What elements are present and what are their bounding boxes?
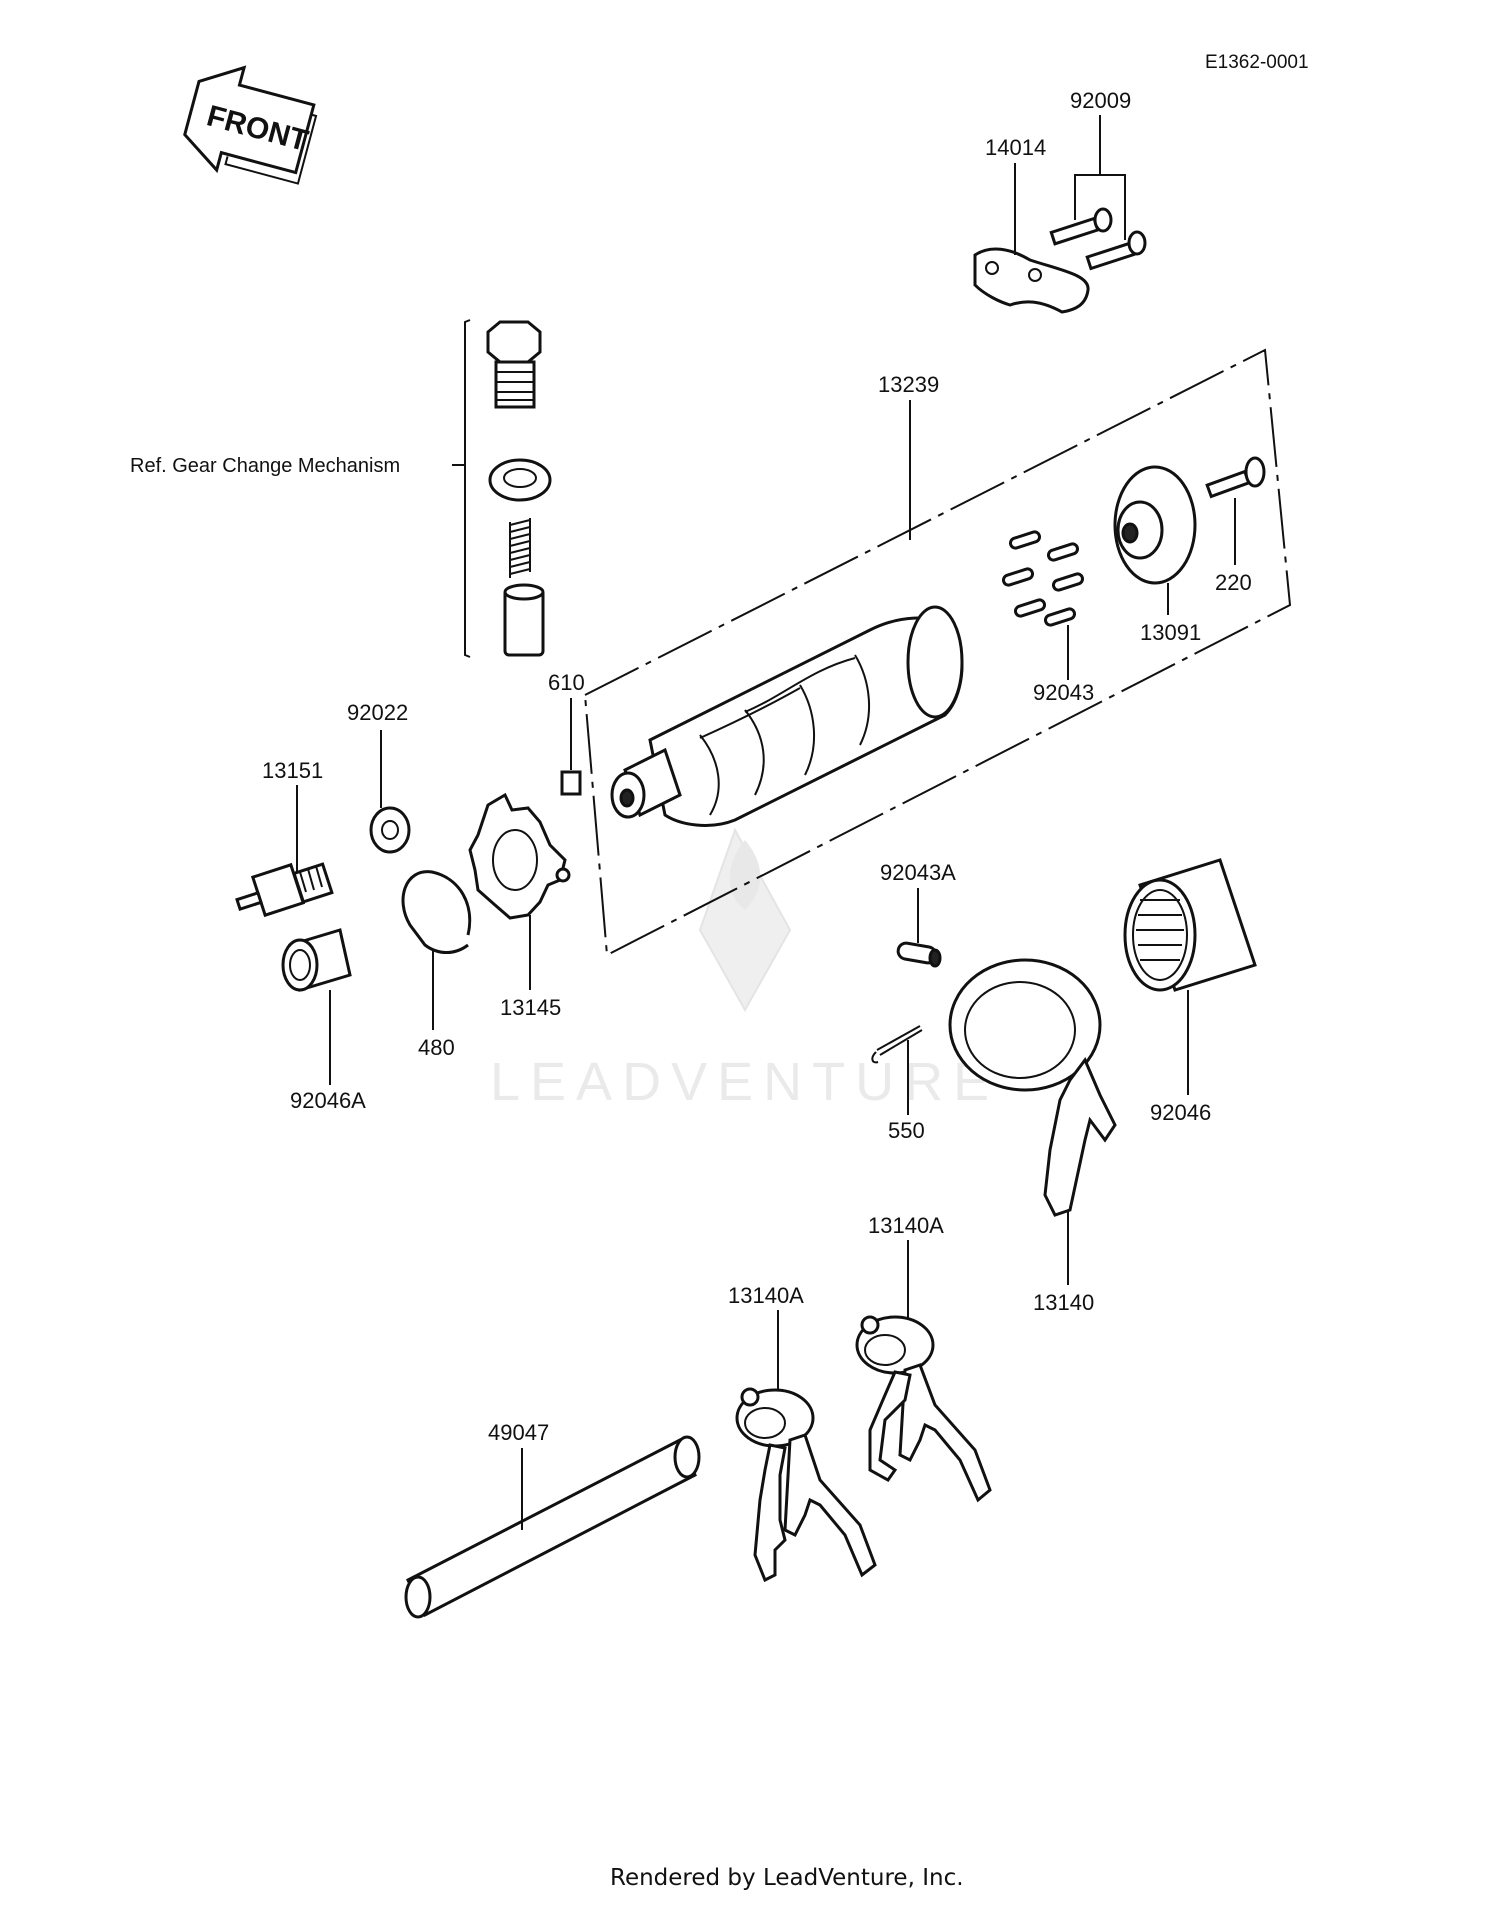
cotter-pin-550: [871, 1025, 923, 1064]
switch-13151: [235, 862, 334, 918]
footer-credit: Rendered by LeadVenture, Inc.: [610, 1865, 964, 1891]
watermark-logo: LEADVENTURE: [490, 827, 999, 1112]
screw-92009-a: [1049, 207, 1113, 246]
label-220: 220: [1215, 570, 1252, 595]
shaft-49047: [404, 1435, 701, 1619]
label-92046: 92046: [1150, 1100, 1211, 1125]
bearing-92046: [1123, 858, 1257, 992]
watermark-text: LEADVENTURE: [490, 1052, 999, 1112]
pins-92043: [1001, 530, 1085, 627]
pin-610: [560, 770, 582, 796]
label-92022: 92022: [347, 700, 408, 725]
shift-fork-13140A-left: [735, 1387, 877, 1583]
gasket-washer: [488, 458, 552, 502]
front-arrow-icon: FRONT: [183, 65, 318, 185]
label-13091: 13091: [1140, 620, 1201, 645]
plate-14014: [973, 247, 1090, 314]
label-13145: 13145: [500, 995, 561, 1020]
bolt-220: [1205, 456, 1266, 499]
label-550: 550: [888, 1118, 925, 1143]
pin-plunger: [503, 583, 545, 657]
label-13140A-1: 13140A: [728, 1283, 804, 1308]
screw-92009-b: [1085, 230, 1147, 271]
shift-fork-13140: [948, 958, 1117, 1217]
label-13239: 13239: [878, 372, 939, 397]
label-92046A: 92046A: [290, 1088, 366, 1113]
star-cam-13145: [468, 792, 571, 920]
cam-13091: [1113, 465, 1197, 585]
label-92043A: 92043A: [880, 860, 956, 885]
label-610: 610: [548, 670, 585, 695]
label-92043: 92043: [1033, 680, 1094, 705]
plug-bolt: [486, 320, 542, 409]
ref-gear-change-label: Ref. Gear Change Mechanism: [130, 455, 400, 477]
shift-fork-13140A-right: [855, 1315, 992, 1503]
label-92009: 92009: [1070, 88, 1131, 113]
circlip-480: [401, 870, 472, 954]
label-14014: 14014: [985, 135, 1046, 160]
label-13140A-2: 13140A: [868, 1213, 944, 1238]
bearing-92046A: [281, 928, 352, 992]
shift-drum: [610, 605, 964, 827]
label-480: 480: [418, 1035, 455, 1060]
washer-92022: [369, 806, 411, 854]
label-13140: 13140: [1033, 1290, 1094, 1315]
label-13151: 13151: [262, 758, 323, 783]
label-49047: 49047: [488, 1420, 549, 1445]
pin-92043A: [896, 941, 942, 968]
spring: [509, 518, 531, 578]
diagram-code: E1362-0001: [1205, 52, 1309, 73]
